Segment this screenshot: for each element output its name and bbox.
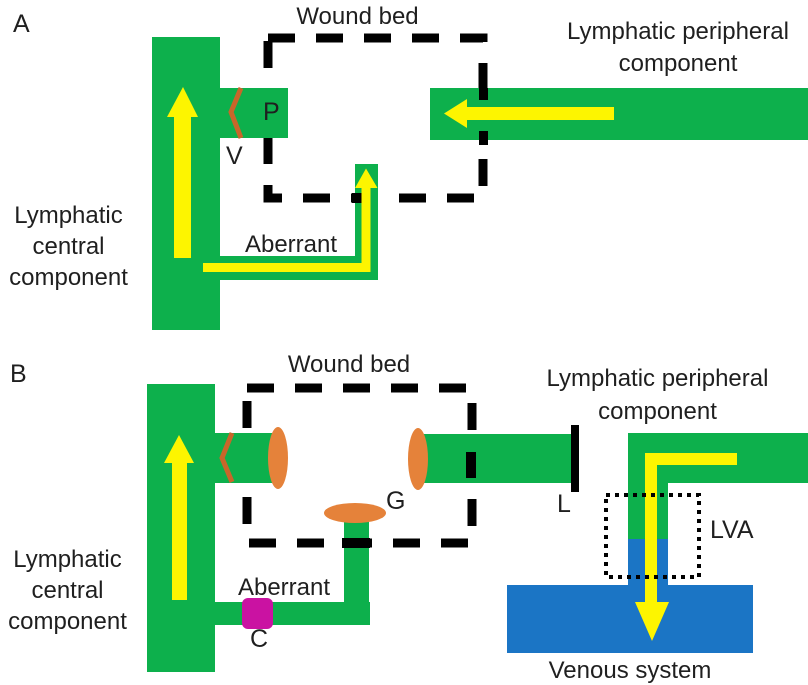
marker-v: V: [226, 142, 243, 170]
panel-b-label: B: [10, 360, 27, 388]
flow-arrow-left-a: [444, 99, 614, 128]
lva-flow-arrow-down: [635, 453, 737, 641]
occlusion-ellipse-peripheral: [408, 428, 428, 490]
dash-overlay: [479, 131, 488, 145]
aberrant-label-b: Aberrant: [237, 574, 331, 601]
lymphatic-central-label-a: Lymphatic central component: [9, 202, 128, 291]
wound-bed-label-b: Wound bed: [287, 351, 411, 378]
vessel-injury-line-b: [219, 432, 235, 483]
marker-c: C: [250, 625, 269, 653]
flow-arrow-up-a: [167, 87, 198, 258]
venous-system-rect: [507, 585, 753, 653]
lva-label: LVA: [710, 516, 754, 544]
marker-g: G: [386, 487, 406, 515]
ligated-peripheral-vessel-b: [418, 434, 573, 483]
dash-overlay: [352, 193, 367, 203]
aberrant-label-a: Aberrant: [244, 231, 338, 258]
lymphatic-central-label-b: Lymphatic central component: [8, 546, 127, 635]
venous-system-label: Venous system: [548, 657, 712, 684]
ligation-line-l: [571, 425, 579, 492]
flow-arrow-up-b: [164, 435, 194, 600]
dash-overlay: [479, 88, 488, 100]
wound-bed-label-a: Wound bed: [296, 3, 419, 30]
marker-p: P: [263, 98, 280, 126]
coil-marker-c: [242, 598, 273, 629]
aberrant-vessel-b: [210, 602, 370, 625]
dash-overlay: [342, 538, 370, 548]
lymphatic-peripheral-label-a: Lymphatic peripheral component: [567, 18, 789, 77]
lymphatic-peripheral-label-b: Lymphatic peripheral component: [546, 365, 769, 425]
panel-a-shapes: [152, 33, 808, 330]
lva-dotted-box: [604, 493, 701, 579]
vessel-injury-line-a: [228, 87, 244, 139]
occlusion-ellipse-stub: [268, 427, 288, 489]
marker-l: L: [557, 490, 571, 518]
panel-b-shapes: [147, 383, 808, 672]
panel-a-label: A: [13, 10, 30, 38]
dash-overlay: [466, 452, 476, 478]
graft-ellipse-g: [324, 503, 386, 523]
